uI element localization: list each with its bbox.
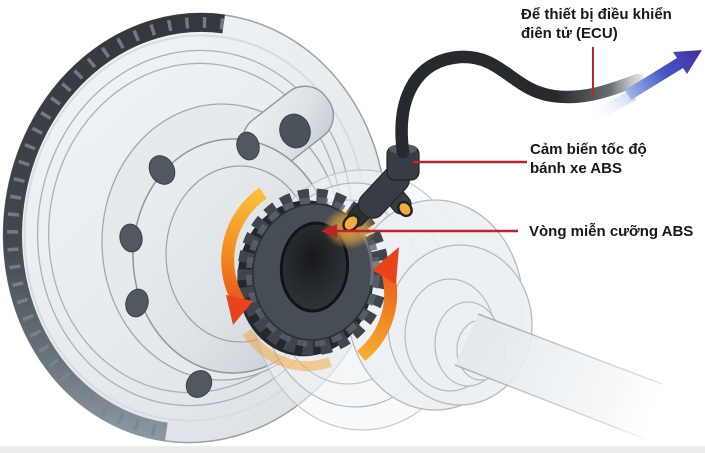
footer-strip (0, 446, 705, 453)
ecu-arrow-streak (590, 90, 636, 120)
bolt-hole (185, 370, 213, 398)
bolt-hole (236, 131, 260, 161)
rotation-arrow-left-head (226, 295, 253, 325)
callout-lines (321, 47, 594, 238)
sensor-label-line2: bánh xe ABS (530, 160, 622, 177)
ecu-label-line2: điên tử (ECU) (521, 25, 618, 42)
ecu-label-line1: Để thiết bị điều khiển (521, 6, 672, 23)
tone-ring-bore (279, 221, 350, 313)
callout-pointer-icon (321, 224, 337, 238)
ecu-label: Để thiết bị điều khiển điên tử (ECU) (521, 5, 672, 43)
bolt-hole (125, 288, 149, 318)
sensor-tip-face (342, 214, 360, 232)
sensor-label-line1: Cảm biến tốc độ (530, 141, 647, 158)
bolt-hole (148, 155, 176, 185)
rotation-arrow-right-head (372, 247, 399, 284)
ring-label: Vòng miễn cưỡng ABS (529, 222, 693, 241)
rotation-arc-behind-ring (242, 329, 332, 371)
disc-vent-slots (7, 16, 225, 438)
tone-ring-teeth-highlight (245, 197, 381, 347)
sensor-cable (395, 50, 645, 159)
rotation-arrow-right (356, 247, 399, 362)
ring-label-line1: Vòng miễn cưỡng ABS (529, 223, 694, 240)
arm-bushing-hole (279, 113, 311, 149)
sensor-mount-hole (397, 200, 413, 218)
rotation-arrow-left (221, 187, 267, 325)
ecu-direction-arrow-icon (590, 50, 702, 120)
axle-shaft (454, 313, 663, 440)
sensor-label: Cảm biến tốc độ bánh xe ABS (530, 140, 647, 178)
tone-ring-teeth (237, 188, 389, 356)
bolt-hole (119, 223, 143, 253)
